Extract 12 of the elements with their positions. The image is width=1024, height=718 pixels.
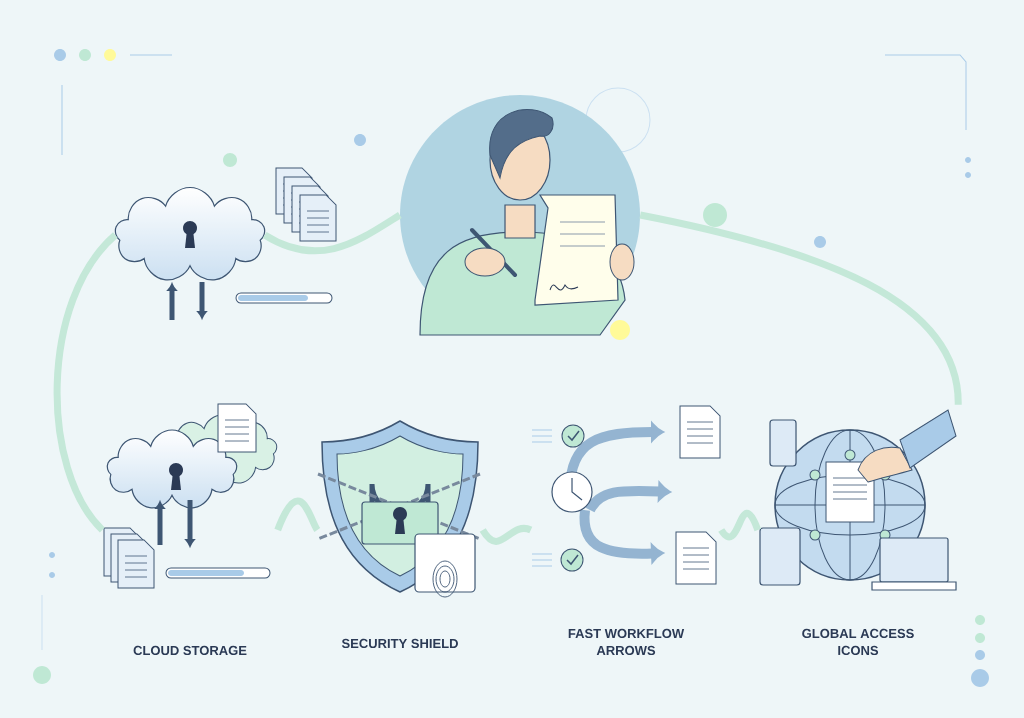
cloud-sync-drawing [114,167,337,320]
ribbon-connector [274,497,321,532]
icon-label: GLOBAL ACCESS ICONS [802,628,914,656]
ribbon-connector [639,211,962,406]
ribbon-connector [718,510,762,541]
person-signing-drawing [400,95,640,336]
ribbon-connector [53,232,118,533]
icon-label: SECURITY SHIELD [341,638,458,649]
ribbon-connector [263,212,402,255]
icon-label: FAST WORKFLOW ARROWS [568,628,685,656]
ribbon-connector [479,525,532,545]
icon-label: CLOUD STORAGE [133,645,247,656]
